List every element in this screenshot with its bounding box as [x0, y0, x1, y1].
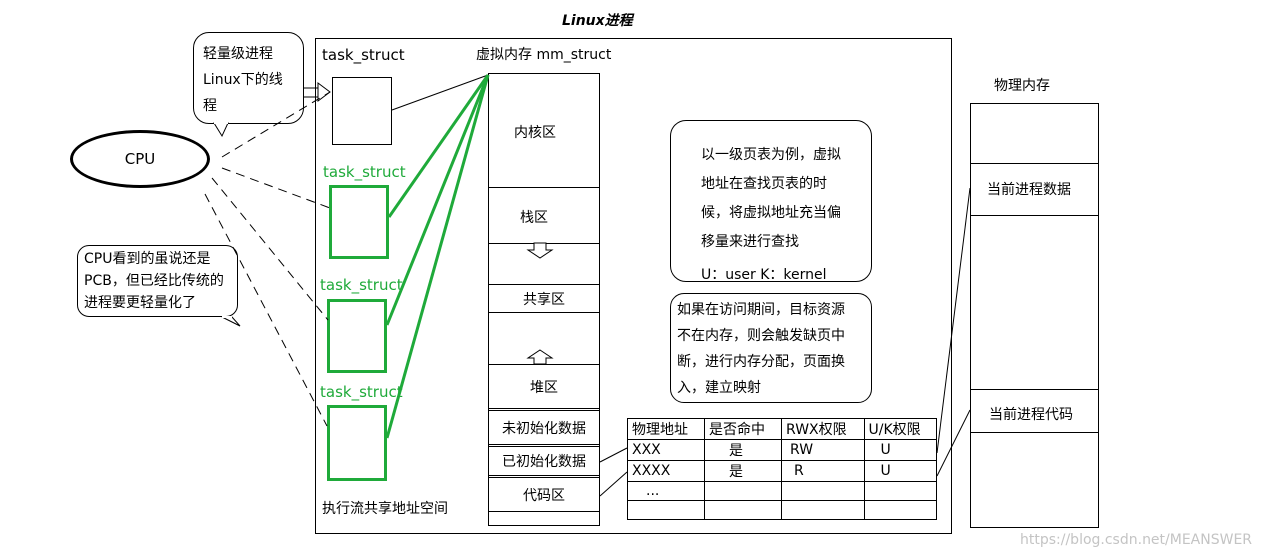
table-cell: XXXX — [626, 460, 706, 482]
note-line: 如果在访问期间，目标资源 — [677, 302, 845, 318]
table-cell: 是 — [704, 439, 783, 461]
kernel-divider — [488, 187, 600, 188]
table-row: XXX 是 RW U — [626, 439, 937, 461]
cpu-node: CPU — [70, 130, 210, 188]
shared-region: 共享区 — [488, 284, 600, 313]
page-fault-note: 如果在访问期间，目标资源 不在内存，则会触发缺页中 断，进行内存分配，页面换 入… — [670, 293, 872, 403]
user-kernel-legend: U：user K：kernel — [701, 267, 827, 283]
stack-divider — [488, 243, 600, 244]
note-line: 断，进行内存分配，页面换 — [677, 354, 845, 370]
phys-divider — [970, 163, 1099, 164]
column-header: 是否命中 — [704, 418, 783, 440]
bubble-tail — [221, 316, 241, 327]
table-cell — [781, 481, 865, 501]
note-line: 入，建立映射 — [677, 380, 761, 396]
thread-task-struct-label: task_struct — [320, 276, 403, 294]
diagram-title: Linux进程 — [562, 13, 633, 29]
thread-task-struct-box — [329, 185, 389, 259]
table-cell — [863, 481, 937, 501]
table-cell: 是 — [704, 460, 783, 482]
stack-region: 栈区 — [520, 210, 548, 226]
table-cell: U — [863, 460, 937, 482]
watermark: https://blog.csdn.net/MEANSWER — [1020, 532, 1253, 548]
process-data-block: 当前进程数据 — [987, 182, 1071, 198]
thread-task-struct-label: task_struct — [320, 383, 403, 401]
phys-divider — [970, 432, 1099, 433]
shared-address-caption: 执行流共享地址空间 — [322, 501, 448, 517]
table-row: ... — [626, 481, 937, 501]
data-region: 已初始化数据 — [488, 446, 600, 476]
phys-divider — [970, 215, 1099, 216]
page-table: 物理地址 是否命中 RWX权限 U/K权限 XXX 是 RW U XXXX 是 … — [626, 418, 937, 520]
table-cell — [626, 500, 706, 520]
table-cell: XXX — [626, 439, 706, 461]
cpu-dashed-link — [221, 167, 331, 209]
table-cell: R — [781, 460, 865, 482]
table-cell: ... — [626, 481, 706, 501]
thread-task-struct-box — [327, 405, 387, 481]
task-struct-box — [332, 77, 392, 145]
bubble-line: Linux下的线程 — [203, 72, 283, 114]
column-header: U/K权限 — [863, 418, 937, 440]
code-region: 代码区 — [488, 477, 600, 512]
table-cell: RW — [781, 439, 865, 461]
note-line: 候，将虚拟地址充当偏 — [701, 205, 841, 221]
paging-note: 以一级页表为例，虚拟 地址在查找页表的时 候，将虚拟地址充当偏 移量来进行查找 … — [670, 120, 872, 283]
column-header: RWX权限 — [781, 418, 865, 440]
cpu-view-bubble: CPU看到的虽说还是 PCB，但已经比传统的 进程要更轻量化了 — [77, 245, 238, 317]
table-row — [626, 500, 937, 520]
physical-memory-label: 物理内存 — [994, 78, 1050, 94]
task-struct-label: task_struct — [322, 46, 405, 64]
bss-region: 未初始化数据 — [488, 410, 600, 445]
bubble-line: 轻量级进程 — [203, 46, 273, 62]
lightweight-process-bubble: 轻量级进程 Linux下的线程 — [193, 32, 304, 124]
process-code-block: 当前进程代码 — [989, 407, 1073, 423]
bubble-line: PCB，但已经比传统的 — [84, 273, 224, 289]
bubble-line: CPU看到的虽说还是 — [84, 251, 211, 267]
physical-memory-column — [970, 103, 1099, 528]
bubble-line: 进程要更轻量化了 — [84, 295, 196, 311]
heap-region: 堆区 — [488, 364, 600, 409]
table-row: XXXX 是 R U — [626, 460, 937, 482]
table-cell — [863, 500, 937, 520]
table-cell: U — [863, 439, 937, 461]
virtual-memory-label: 虚拟内存 mm_struct — [476, 47, 612, 63]
table-cell — [781, 500, 865, 520]
note-line: 移量来进行查找 — [701, 234, 799, 250]
thread-task-struct-box — [327, 299, 387, 373]
note-line: 不在内存，则会触发缺页中 — [677, 328, 845, 344]
table-header-row: 物理地址 是否命中 RWX权限 U/K权限 — [626, 418, 937, 440]
table-cell — [704, 500, 783, 520]
note-line: 地址在查找页表的时 — [701, 176, 827, 192]
note-line: 以一级页表为例，虚拟 — [701, 147, 841, 163]
phys-divider — [970, 389, 1099, 390]
cpu-label: CPU — [124, 150, 156, 168]
thread-task-struct-label: task_struct — [323, 163, 406, 181]
table-cell — [704, 481, 783, 501]
kernel-region: 内核区 — [514, 125, 556, 141]
column-header: 物理地址 — [626, 418, 706, 440]
bubble-tail — [213, 122, 229, 138]
